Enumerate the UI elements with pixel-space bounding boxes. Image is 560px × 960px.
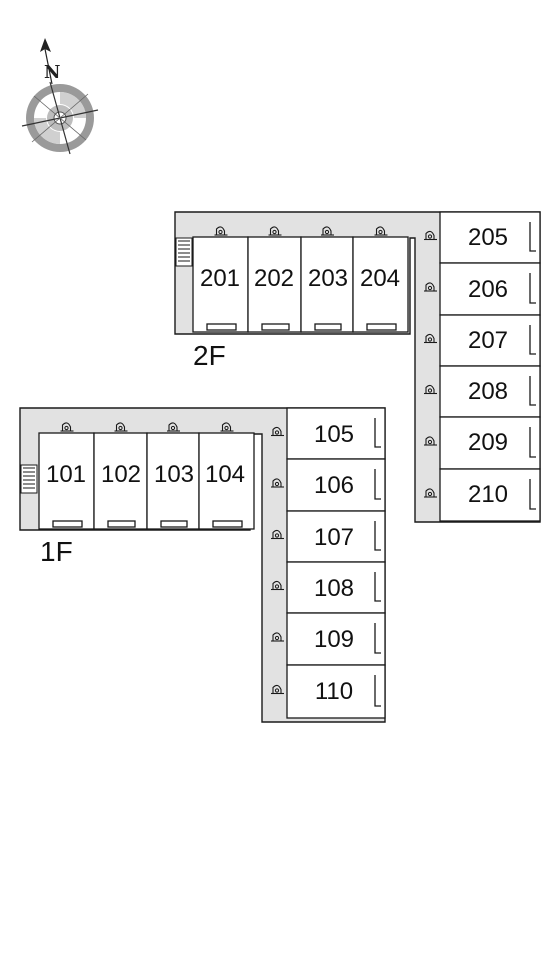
bike-stand-icon — [424, 282, 437, 292]
bike-stand-icon — [271, 426, 284, 437]
unit-label: 205 — [468, 224, 508, 251]
parking-cell — [424, 314, 541, 367]
bike-stand-icon — [424, 436, 437, 446]
bike-stand-icon — [214, 226, 228, 236]
floor-label-2f: 2F — [193, 340, 226, 371]
unit-label: 203 — [308, 265, 348, 292]
parking-cell — [271, 510, 386, 563]
parking-cell — [271, 664, 386, 719]
unit-label: 208 — [468, 378, 508, 405]
bike-stand-icon — [271, 632, 284, 642]
unit-label: 103 — [154, 461, 194, 488]
parking-cell — [424, 416, 541, 470]
stairs-1f-icon — [20, 464, 38, 494]
parking-cell — [271, 458, 386, 512]
floor-2f-units: 201 202 203 204 205 206 207 208 209 210 — [200, 224, 508, 508]
parking-cell — [424, 262, 541, 316]
parking-cell — [424, 211, 541, 264]
parking-cell — [424, 365, 541, 418]
unit-label: 210 — [468, 481, 508, 508]
bike-stand-icon — [271, 529, 284, 540]
bike-stand-icon — [374, 226, 388, 236]
bike-stand-icon — [321, 226, 334, 236]
unit-label: 106 — [314, 472, 354, 499]
compass-rose-icon — [21, 38, 99, 155]
unit-label: 110 — [315, 678, 353, 705]
unit-label: 107 — [314, 524, 354, 551]
bike-stand-icon — [114, 422, 128, 432]
floor-2f-building — [174, 211, 541, 523]
bike-stand-icon — [424, 333, 437, 344]
parking-cell — [271, 561, 386, 614]
bike-stand-icon — [60, 422, 74, 432]
north-label: N — [44, 62, 60, 83]
floor-1f-units: 101 102 103 104 105 106 107 108 109 110 — [46, 421, 354, 705]
parking-cell — [198, 422, 255, 530]
unit-label: 207 — [468, 327, 508, 354]
bike-stand-icon — [220, 422, 234, 432]
unit-label: 202 — [254, 265, 294, 292]
parking-cell — [271, 407, 386, 460]
unit-label: 209 — [468, 429, 508, 456]
floor-label-1f: 1F — [40, 536, 73, 567]
parking-cell — [271, 612, 386, 666]
bike-stand-icon — [271, 478, 284, 488]
parking-cell — [300, 226, 354, 333]
unit-label: 102 — [101, 461, 141, 488]
unit-label: 204 — [360, 265, 400, 292]
parking-cell — [192, 226, 249, 333]
bike-stand-icon — [424, 230, 437, 241]
parking-cell — [146, 422, 200, 530]
bike-stand-icon — [271, 684, 284, 695]
unit-label: 104 — [205, 461, 245, 488]
unit-label: 201 — [200, 265, 240, 292]
bike-stand-icon — [268, 226, 282, 236]
unit-label: 109 — [314, 626, 354, 653]
bike-stand-icon — [271, 580, 284, 591]
parking-cell — [424, 468, 541, 522]
floor-1f-building — [19, 407, 386, 723]
parking-cell — [38, 422, 95, 530]
bike-stand-icon — [424, 488, 437, 498]
bike-stand-icon — [424, 384, 437, 395]
unit-label: 108 — [314, 575, 354, 602]
unit-label: 206 — [468, 276, 508, 303]
unit-label: 105 — [314, 421, 354, 448]
parking-cell — [352, 226, 409, 333]
stairs-2f-icon — [175, 237, 193, 267]
bike-stand-icon — [167, 422, 180, 432]
unit-label: 101 — [46, 461, 86, 488]
